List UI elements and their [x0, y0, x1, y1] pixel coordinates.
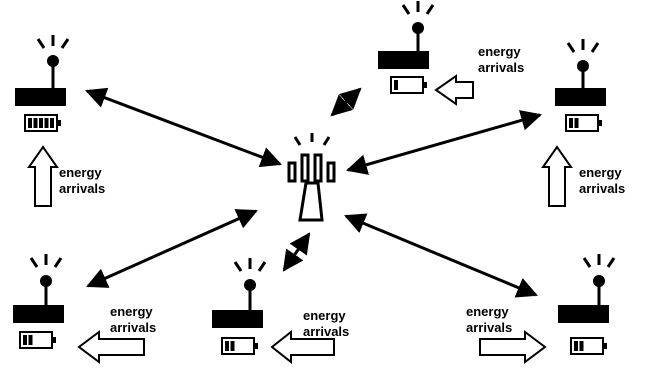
battery-terminal [604, 343, 607, 349]
battery-segment [574, 118, 579, 128]
link-bottom-center [282, 232, 311, 272]
sensor-body [378, 51, 429, 69]
sensor-node-top-right [555, 39, 606, 132]
battery-segment [44, 118, 49, 128]
link-bottom-left [86, 209, 258, 288]
sensor-node-bottom-right [558, 254, 616, 355]
battery-icon [24, 114, 61, 132]
battery-body [565, 114, 599, 132]
sensor-body [13, 305, 64, 323]
battery-segment [28, 118, 32, 128]
sensor-body [558, 305, 609, 323]
energy-label-top-center-line2: arrivals [478, 60, 524, 75]
energy-arrow-top-left [27, 145, 59, 207]
link-top-center [330, 87, 362, 117]
energy-label-bottom-right-line1: energy [466, 304, 509, 319]
energy-label-bottom-right-line2: arrivals [466, 320, 512, 335]
energy-label-bottom-left-line2: arrivals [110, 320, 156, 335]
battery-icon [565, 114, 602, 132]
sensor-body [555, 88, 606, 106]
energy-arrow-top-right [541, 145, 573, 207]
battery-segment [569, 118, 573, 128]
link-top-left [85, 87, 282, 168]
battery-segment [23, 335, 27, 345]
energy-label-top-center-line1: energy [478, 44, 521, 59]
battery-segment [574, 341, 578, 351]
battery-icon [570, 337, 607, 355]
antenna-icon [29, 254, 63, 305]
battery-segment [230, 341, 235, 351]
battery-segment [579, 341, 584, 351]
energy-label-top-left-line1: energy [59, 165, 102, 180]
battery-body [221, 337, 255, 355]
antenna-icon [36, 35, 70, 88]
sensor-node-top-center [378, 1, 435, 94]
battery-segment [394, 80, 398, 90]
energy-label-bottom-center-line1: energy [303, 308, 346, 323]
battery-terminal [424, 82, 427, 88]
sensor-body [212, 310, 263, 328]
battery-terminal [599, 120, 602, 126]
sensor-node-top-left [15, 35, 70, 132]
antenna-icon [582, 254, 616, 305]
energy-label-bottom-center-line2: arrivals [303, 324, 349, 339]
battery-segment [39, 118, 43, 128]
link-top-right [345, 110, 543, 175]
sensor-body [15, 88, 66, 106]
energy-arrivals-arrows [27, 74, 573, 365]
energy-arrow-top-center [434, 74, 474, 106]
battery-icon [390, 76, 427, 94]
battery-segment [28, 335, 33, 345]
antenna-icon [566, 39, 600, 88]
energy-label-top-left-line2: arrivals [59, 181, 105, 196]
battery-body [390, 76, 424, 94]
battery-terminal [255, 343, 258, 349]
antenna-icon [233, 258, 267, 310]
battery-icon [221, 337, 258, 355]
battery-terminal [58, 120, 61, 126]
base-station-icon [287, 133, 336, 222]
battery-terminal [53, 337, 56, 343]
energy-label-top-right-line2: arrivals [579, 181, 625, 196]
battery-body [19, 331, 53, 349]
sensor-node-bottom-center [212, 258, 267, 355]
energy-arrow-bottom-center [270, 329, 335, 365]
links [85, 87, 543, 298]
battery-segment [33, 118, 38, 128]
sensor-node-bottom-left [13, 254, 64, 349]
energy-arrow-bottom-right [479, 330, 547, 364]
battery-segment [50, 118, 54, 128]
energy-label-top-right-line1: energy [579, 165, 622, 180]
battery-body [570, 337, 604, 355]
link-bottom-right [344, 213, 538, 298]
antenna-icon [401, 1, 435, 51]
energy-label-bottom-left-line1: energy [110, 304, 153, 319]
energy-arrow-bottom-left [77, 330, 145, 364]
battery-icon [19, 331, 56, 349]
battery-segment [225, 341, 229, 351]
